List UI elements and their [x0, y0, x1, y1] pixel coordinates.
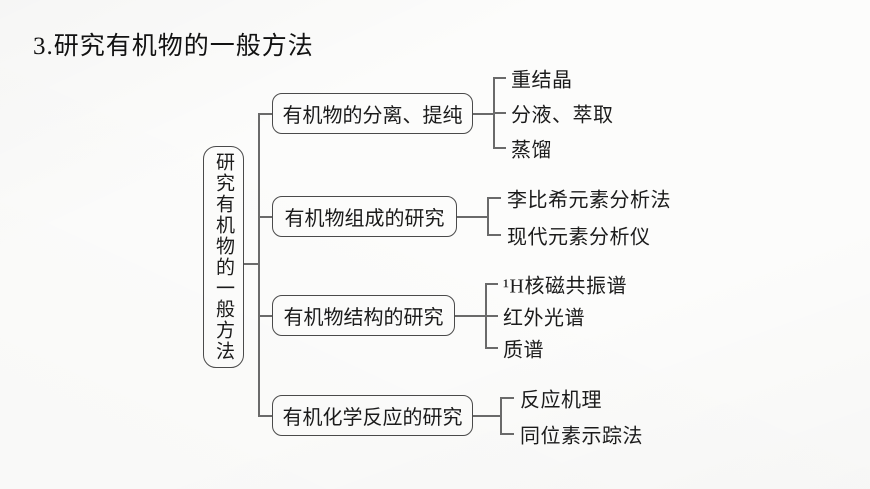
leaf-label-nmr-spectrum: ¹H核磁共振谱 — [503, 275, 627, 298]
connector-branch4-stub — [258, 415, 272, 417]
connector-branch1-stub — [258, 113, 272, 115]
connector-root-stub — [244, 263, 258, 265]
connector-branch2-out — [457, 216, 487, 218]
connector-branch4-out — [473, 415, 500, 417]
tree-root-node: 研究有机物的一般方法 — [203, 146, 244, 368]
branch-node-structure: 有机物结构的研究 — [272, 295, 455, 336]
leaf-label-isotope-tracing: 同位素示踪法 — [520, 425, 643, 448]
connector-leaf-stub — [485, 283, 498, 285]
connector-leaf-stub — [500, 433, 514, 435]
connector-branch4-spine — [500, 397, 502, 434]
leaf-label-ir-spectrum: 红外光谱 — [503, 307, 585, 330]
branch-label: 有机物组成的研究 — [284, 208, 445, 230]
connector-branch1-out — [473, 113, 493, 115]
connector-branch2-spine — [487, 197, 489, 235]
branch-label: 有机物的分离、提纯 — [282, 105, 463, 127]
connector-branch3-stub — [258, 315, 272, 317]
leaf-label-modern-analyzer: 现代元素分析仪 — [507, 226, 651, 249]
connector-leaf-stub — [485, 347, 498, 349]
branch-node-reaction: 有机化学反应的研究 — [272, 395, 473, 436]
leaf-label-extraction: 分液、萃取 — [511, 104, 614, 127]
connector-leaf-stub — [493, 112, 506, 114]
connector-leaf-stub — [500, 397, 514, 399]
leaf-label-recrystallization: 重结晶 — [511, 69, 573, 92]
connector-main-spine — [258, 113, 260, 416]
connector-leaf-stub — [493, 77, 506, 79]
leaf-label-liebig-analysis: 李比希元素分析法 — [507, 189, 671, 212]
leaf-label-reaction-mechanism: 反应机理 — [520, 389, 602, 412]
branch-node-separation: 有机物的分离、提纯 — [272, 93, 473, 134]
tree-root-label: 研究有机物的一般方法 — [213, 152, 234, 362]
connector-leaf-stub — [485, 315, 498, 317]
connector-leaf-stub — [487, 234, 501, 236]
branch-node-composition: 有机物组成的研究 — [272, 196, 457, 237]
leaf-label-mass-spectrum: 质谱 — [503, 339, 544, 362]
branch-label: 有机化学反应的研究 — [282, 407, 463, 429]
page-title: 3.研究有机物的一般方法 — [33, 33, 314, 60]
branch-label: 有机物结构的研究 — [283, 307, 444, 329]
connector-branch3-out — [455, 315, 485, 317]
connector-branch2-stub — [258, 216, 272, 218]
connector-leaf-stub — [493, 147, 506, 149]
connector-leaf-stub — [487, 197, 501, 199]
leaf-label-distillation: 蒸馏 — [511, 139, 552, 162]
